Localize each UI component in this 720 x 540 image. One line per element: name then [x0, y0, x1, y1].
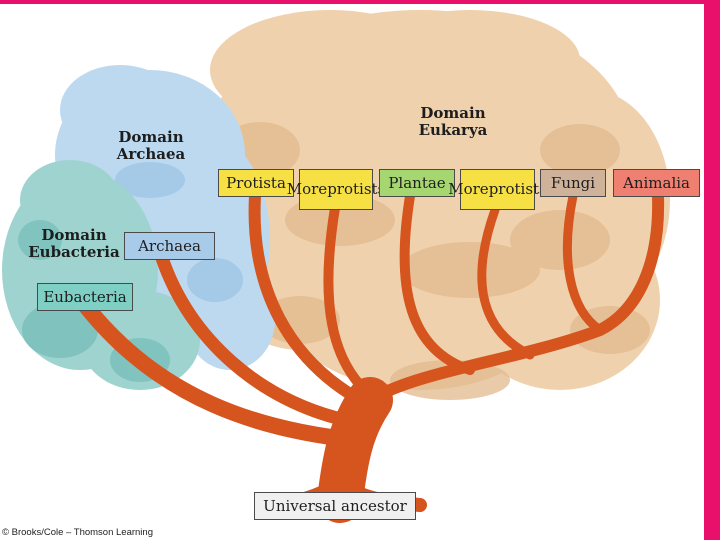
- archaea-foliage-shadows: [115, 162, 243, 302]
- protista-branch: [248, 190, 366, 406]
- more-protists-1-line1: More: [286, 180, 328, 198]
- animalia-tag: Animalia: [613, 169, 700, 197]
- right-accent-bar: [704, 0, 720, 540]
- archaea-tag: Archaea: [124, 232, 215, 260]
- more-protists-2-line1: More: [448, 180, 489, 198]
- domain-eubacteria-label: Domain Eubacteria: [24, 227, 124, 261]
- domain-archaea-label: Domain Archaea: [108, 129, 194, 163]
- domain-eukarya-word: Domain: [420, 104, 486, 122]
- more-protists-2-line2: protists: [488, 180, 547, 198]
- domain-eubacteria-name: Eubacteria: [28, 243, 120, 261]
- top-accent-bar: [0, 0, 720, 4]
- domain-archaea-word: Domain: [118, 128, 184, 146]
- domain-archaea-name: Archaea: [116, 145, 186, 163]
- domain-eukarya-label: Domain Eukarya: [410, 105, 496, 139]
- fungi-branch: [562, 191, 605, 335]
- eubacteria-branch: [77, 297, 363, 448]
- eubacteria-tag: Eubacteria: [37, 283, 133, 311]
- more-protists-tag-1: More protists: [287, 169, 385, 210]
- more-protists-1-branch: [323, 203, 375, 400]
- fungi-tag: Fungi: [540, 169, 606, 197]
- archaea-branch: [155, 251, 352, 427]
- domain-eubacteria-word: Domain: [41, 226, 107, 244]
- protista-tag: Protista: [218, 169, 294, 197]
- eukarya-main-branch: [364, 190, 665, 406]
- copyright-credit: © Brooks/Cole – Thomson Learning: [2, 527, 153, 538]
- more-protists-2-branch: [477, 205, 535, 360]
- more-protists-1-line2: protists: [327, 180, 386, 198]
- more-protists-tag-2: More protists: [448, 169, 547, 210]
- universal-ancestor-tag: Universal ancestor: [254, 492, 416, 520]
- plantae-branch: [399, 191, 475, 375]
- eukarya-foliage-shadows: [220, 122, 650, 400]
- domain-eukarya-name: Eukarya: [418, 121, 488, 139]
- plantae-tag: Plantae: [379, 169, 455, 197]
